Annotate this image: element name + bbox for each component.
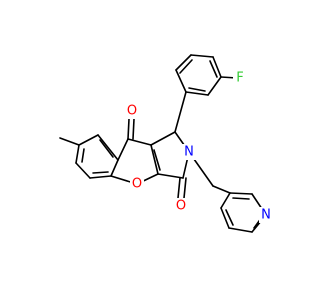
atom-label-o: O	[132, 177, 142, 192]
atom-label-n: N	[184, 145, 194, 160]
atom-label-n: N	[261, 208, 271, 223]
bond	[179, 59, 193, 74]
pyridine-nitrogen-label: N	[259, 207, 273, 223]
bond	[150, 131, 176, 146]
bond	[220, 207, 230, 229]
lactam-nitrogen-label: N	[182, 144, 196, 160]
bond	[177, 177, 181, 199]
bond	[127, 118, 130, 140]
bond	[157, 173, 184, 179]
bond	[232, 197, 250, 200]
bond	[183, 177, 187, 199]
bond	[92, 171, 109, 174]
bond	[209, 60, 218, 78]
bond	[89, 175, 112, 179]
bond	[99, 139, 114, 158]
bond	[207, 76, 222, 96]
bond	[212, 185, 231, 194]
bond	[75, 162, 91, 179]
bond	[175, 54, 192, 71]
bond	[75, 144, 80, 164]
atom-label-o: O	[127, 104, 137, 119]
bond	[132, 118, 135, 140]
bond	[190, 54, 214, 58]
ring-oxygen-label: O	[130, 176, 144, 192]
bond	[81, 148, 85, 163]
structure-canvas: O O O N N F	[59, 54, 273, 233]
atom-label-layer: O O O N N F	[125, 70, 273, 223]
bond	[228, 227, 253, 233]
bond	[78, 134, 99, 146]
ketone-oxygen-label: O	[125, 103, 139, 119]
atom-label-o: O	[176, 199, 186, 214]
bond	[229, 192, 253, 195]
bond	[188, 87, 206, 92]
bond	[150, 144, 159, 175]
bond	[153, 149, 161, 171]
bond	[97, 134, 119, 161]
bond	[127, 138, 152, 146]
bond	[185, 91, 209, 96]
bond	[59, 137, 80, 146]
atom-label-f: F	[236, 71, 243, 86]
bond	[117, 138, 129, 161]
bond	[175, 69, 187, 93]
bond	[220, 192, 231, 209]
fluorine-label: F	[233, 70, 247, 86]
bond	[212, 56, 222, 78]
molecule-structure: O O O N N F	[59, 54, 273, 233]
bond	[110, 159, 119, 177]
bond	[225, 209, 234, 226]
bond	[174, 91, 187, 133]
lactam-oxygen-label: O	[174, 198, 188, 214]
